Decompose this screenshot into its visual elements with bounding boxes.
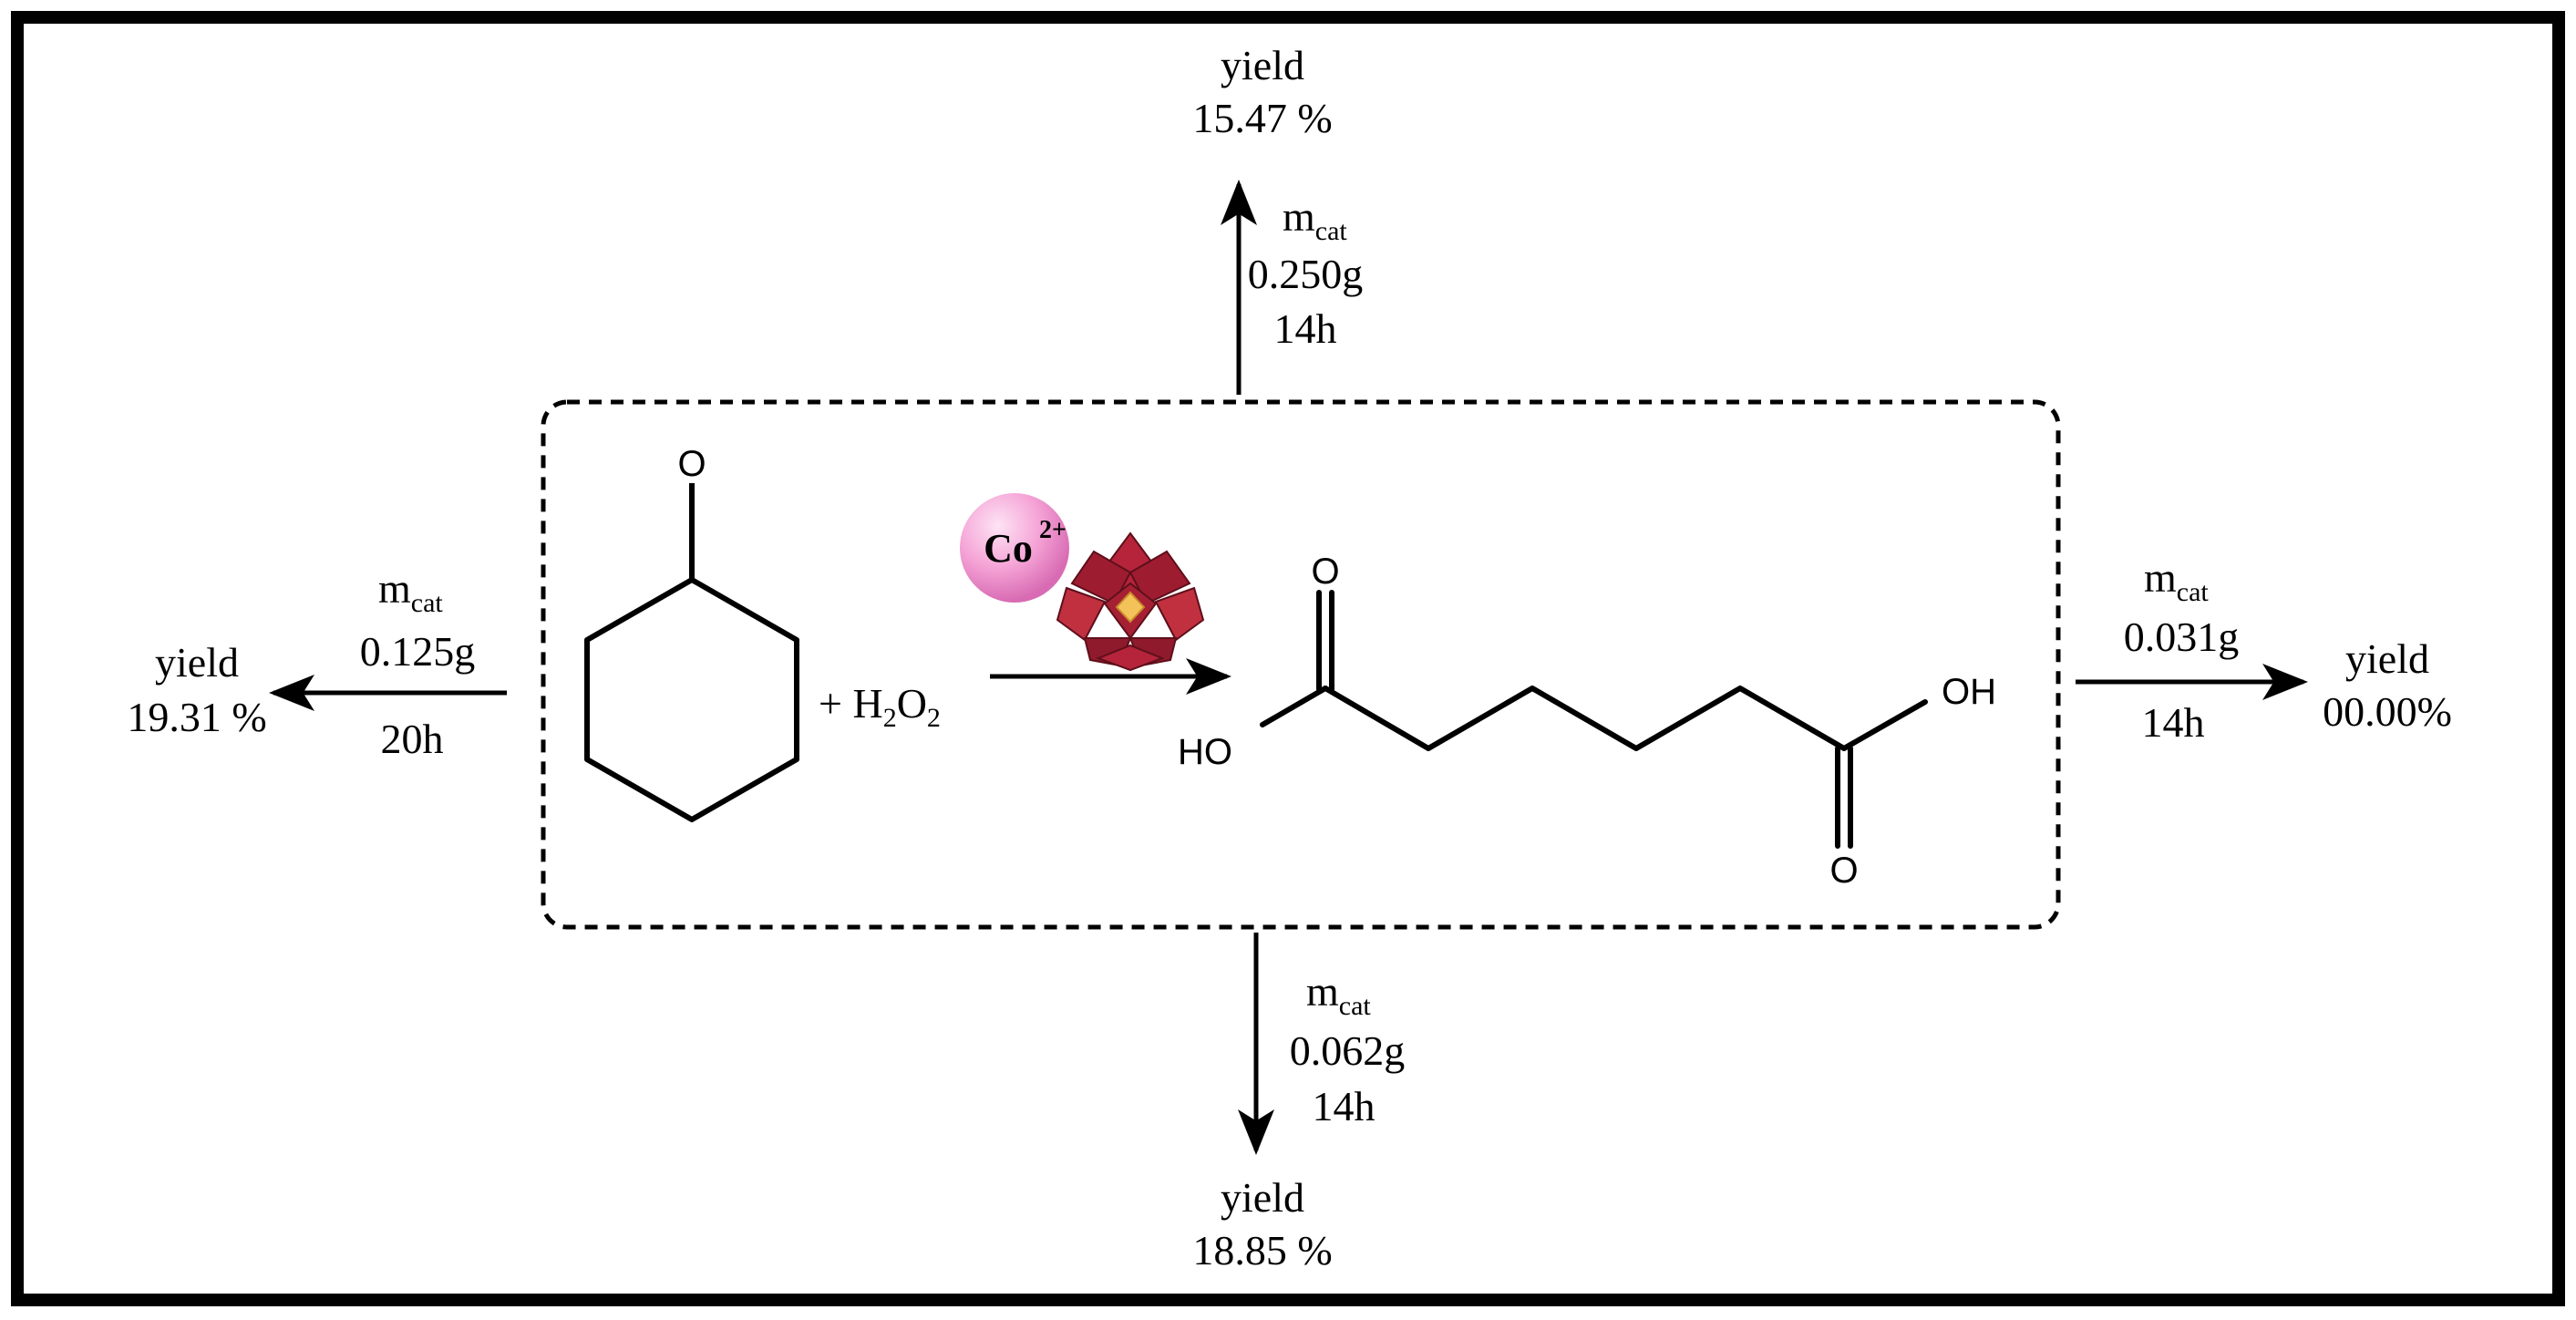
bottom-mcat-label: mcat	[1306, 968, 1371, 1021]
right-yield-value: 00.00%	[2323, 688, 2452, 735]
reaction-box	[541, 399, 2061, 930]
cobalt-label: Co	[984, 526, 1033, 571]
acid-o-right-label: O	[1829, 851, 1858, 891]
top-time-label: 14h	[1274, 305, 1337, 352]
cyclohexanone-structure	[584, 483, 799, 822]
top-yield-value: 15.47 %	[1192, 95, 1332, 141]
right-mass-label: 0.031g	[2124, 614, 2240, 660]
left-mass-label: 0.125g	[360, 628, 476, 675]
acid-o-left-label: O	[1311, 552, 1339, 592]
left-yield-label: yield	[155, 639, 239, 686]
carbonyl-o-label: O	[677, 444, 706, 484]
left-yield-value: 19.31 %	[127, 694, 266, 740]
adipic-acid-structure	[1260, 590, 1928, 849]
h2o2-label: + H2O2	[819, 680, 941, 733]
cobalt-ion-sphere-icon: Co 2+	[960, 493, 1069, 603]
bottom-yield-label: yield	[1221, 1174, 1304, 1221]
right-yield-label: yield	[2345, 635, 2429, 682]
top-mass-label: 0.250g	[1248, 251, 1364, 297]
polyoxometalate-cluster-icon	[1056, 531, 1205, 672]
acid-oh-right-label: OH	[1942, 672, 1996, 712]
bottom-mass-label: 0.062g	[1290, 1027, 1406, 1074]
top-yield-label: yield	[1221, 42, 1304, 88]
top-mcat-label: mcat	[1283, 193, 1347, 246]
outer-frame	[11, 11, 2565, 1306]
bottom-time-label: 14h	[1313, 1083, 1376, 1129]
left-time-label: 20h	[381, 716, 444, 762]
right-time-label: 14h	[2142, 699, 2205, 746]
cobalt-charge-label: 2+	[1039, 516, 1066, 544]
bottom-yield-value: 18.85 %	[1192, 1227, 1332, 1274]
right-mcat-label: mcat	[2144, 554, 2209, 607]
left-mcat-label: mcat	[378, 565, 443, 618]
acid-ho-left-label: HO	[1178, 732, 1232, 772]
